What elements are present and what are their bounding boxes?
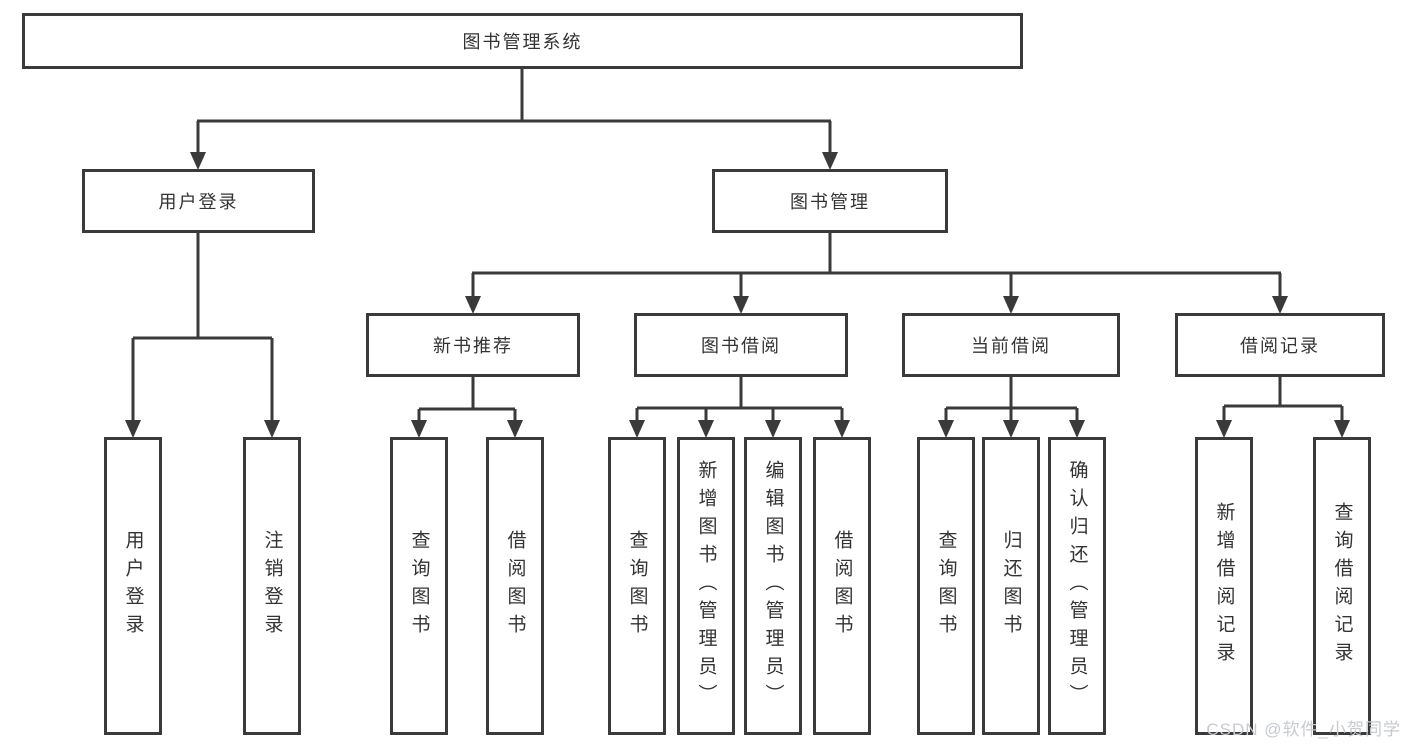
leaf-query-books-borrowing: 查询图书 bbox=[608, 437, 666, 735]
arrow-to-leaf-c4 bbox=[834, 420, 850, 438]
arrow-to-leaf-b1 bbox=[411, 420, 427, 438]
node-label: 借阅图书 bbox=[831, 530, 853, 642]
leaf-return-books: 归还图书 bbox=[982, 437, 1040, 735]
node-label: 用户登录 bbox=[122, 530, 144, 642]
node-label: 归还图书 bbox=[1000, 530, 1022, 642]
node-label: 图书管理系统 bbox=[462, 32, 583, 52]
node-user-login: 用户登录 bbox=[82, 169, 315, 233]
arrow-to-book-borrow bbox=[733, 296, 749, 314]
node-label: 查询图书 bbox=[935, 530, 957, 642]
leaf-query-books-recommend: 查询图书 bbox=[390, 437, 448, 735]
node-label: 图书借阅 bbox=[701, 336, 781, 356]
arrow-to-leaf-d2 bbox=[1003, 420, 1019, 438]
leaf-query-books-current: 查询图书 bbox=[917, 437, 975, 735]
node-label: 新增图书（管理员） bbox=[695, 460, 717, 712]
node-borrowing-records: 借阅记录 bbox=[1175, 313, 1385, 377]
arrow-to-leaf-a1 bbox=[125, 420, 141, 438]
leaf-query-borrow-record: 查询借阅记录 bbox=[1313, 437, 1371, 735]
node-book-management: 图书管理 bbox=[712, 169, 948, 233]
arrow-to-leaf-b2 bbox=[507, 420, 523, 438]
leaf-add-borrow-record: 新增借阅记录 bbox=[1195, 437, 1253, 735]
node-book-borrowing: 图书借阅 bbox=[634, 313, 848, 377]
arrow-to-current-borrow bbox=[1003, 296, 1019, 314]
node-label: 借阅记录 bbox=[1240, 336, 1320, 356]
node-label: 查询图书 bbox=[626, 530, 648, 642]
node-label: 用户登录 bbox=[158, 192, 239, 212]
node-label: 查询借阅记录 bbox=[1331, 502, 1353, 670]
node-new-book-recommendation: 新书推荐 bbox=[366, 313, 580, 377]
arrow-to-book-mgmt bbox=[822, 152, 838, 170]
node-label: 新书推荐 bbox=[433, 336, 513, 356]
node-system-root: 图书管理系统 bbox=[22, 13, 1023, 69]
node-label: 查询图书 bbox=[408, 530, 430, 642]
node-label: 新增借阅记录 bbox=[1213, 502, 1235, 670]
node-label: 确认归还（管理员） bbox=[1066, 460, 1088, 712]
node-label: 图书管理 bbox=[790, 192, 870, 212]
leaf-logout: 注销登录 bbox=[243, 437, 301, 735]
arrow-to-user-login bbox=[190, 152, 206, 170]
arrow-to-leaf-e1 bbox=[1216, 420, 1232, 438]
csdn-watermark: CSDN @软件_小贺同学 bbox=[1206, 720, 1401, 739]
arrow-to-leaf-c2 bbox=[698, 420, 714, 438]
arrow-to-borrow-record bbox=[1272, 296, 1288, 314]
arrow-to-leaf-a2 bbox=[264, 420, 280, 438]
leaf-confirm-return-admin: 确认归还（管理员） bbox=[1048, 437, 1106, 735]
node-label: 当前借阅 bbox=[971, 336, 1051, 356]
leaf-add-books-admin: 新增图书（管理员） bbox=[677, 437, 735, 735]
arrow-to-new-book-rec bbox=[465, 296, 481, 314]
node-label: 注销登录 bbox=[261, 530, 283, 642]
arrow-to-leaf-e2 bbox=[1334, 420, 1350, 438]
arrow-to-leaf-c3 bbox=[765, 420, 781, 438]
node-label: 编辑图书（管理员） bbox=[762, 460, 784, 712]
arrow-to-leaf-c1 bbox=[629, 420, 645, 438]
leaf-borrow-books-recommend: 借阅图书 bbox=[486, 437, 544, 735]
node-label: 借阅图书 bbox=[504, 530, 526, 642]
leaf-borrow-books: 借阅图书 bbox=[813, 437, 871, 735]
leaf-edit-books-admin: 编辑图书（管理员） bbox=[744, 437, 802, 735]
node-current-borrowing: 当前借阅 bbox=[902, 313, 1120, 377]
leaf-user-login: 用户登录 bbox=[104, 437, 162, 735]
arrow-to-leaf-d1 bbox=[938, 420, 954, 438]
arrow-to-leaf-d3 bbox=[1069, 420, 1085, 438]
